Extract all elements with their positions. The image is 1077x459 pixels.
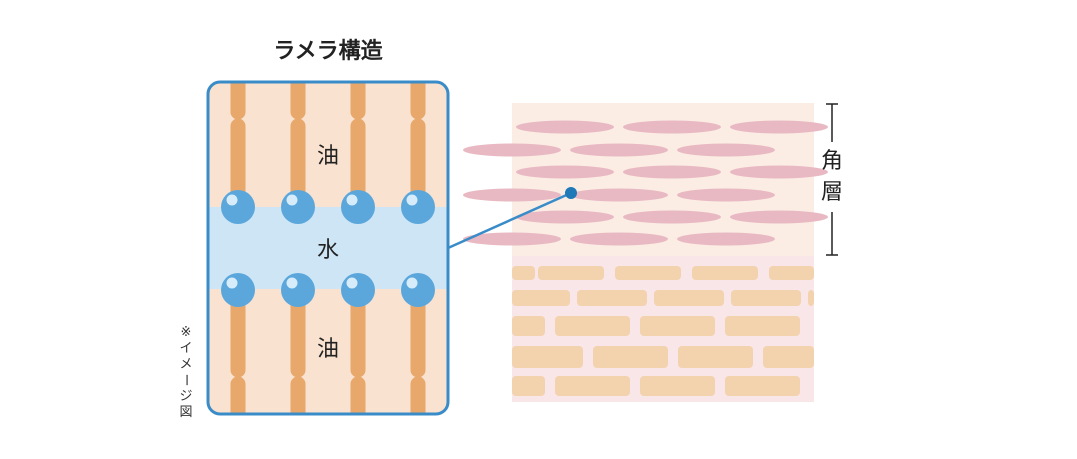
corneocytes (463, 120, 828, 246)
image-note: ※ イ メ ー ジ 図 (178, 325, 193, 420)
corneocyte (570, 143, 668, 157)
lipid-head-highlight (406, 277, 418, 289)
epidermal-cell (731, 290, 801, 306)
epidermal-cell (555, 376, 630, 396)
corneocyte (730, 120, 828, 134)
lipid-head-highlight (346, 277, 358, 289)
corneocyte (570, 232, 668, 246)
note-char: 図 (179, 405, 192, 420)
epidermal-cell (512, 290, 570, 306)
oil-label-bottom: 油 (317, 337, 339, 362)
oil-rods (230, 82, 426, 414)
lipid-head (281, 190, 315, 224)
connector-dot (565, 187, 577, 199)
corneocyte (463, 232, 561, 246)
epidermal-cell (593, 346, 668, 368)
lipid-heads (221, 190, 435, 307)
lipid-head (221, 190, 255, 224)
epidermal-cell (577, 290, 647, 306)
lamellar-title: ラメラ構造 (273, 38, 382, 64)
note-char: ー (178, 373, 193, 386)
lipid-head (341, 190, 375, 224)
lipid-head (341, 273, 375, 307)
stratum-corneum-label-2: 層 (821, 180, 843, 205)
epidermal-cell (725, 316, 800, 336)
lipid-head-highlight (286, 277, 298, 289)
epidermal-cell (512, 266, 535, 280)
connector-line (447, 191, 572, 250)
epidermal-cell (678, 346, 753, 368)
corneocyte (623, 165, 721, 179)
corneocyte (516, 210, 614, 224)
corneocyte (623, 120, 721, 134)
corneocyte (677, 143, 775, 157)
lipid-head (401, 190, 435, 224)
lipid-head (281, 273, 315, 307)
epidermal-cell (538, 266, 604, 280)
epidermal-cell (640, 376, 715, 396)
corneocyte (677, 232, 775, 246)
epidermal-cell (512, 346, 583, 368)
corneocyte (623, 210, 721, 224)
lipid-head-highlight (346, 194, 358, 206)
epidermal-cell (640, 316, 715, 336)
corneocyte (516, 165, 614, 179)
epidermal-cell (808, 290, 814, 306)
epidermal-cells (512, 266, 814, 396)
corneocyte (730, 210, 828, 224)
epidermal-cell (692, 266, 758, 280)
corneocyte (463, 143, 561, 157)
corneocyte (730, 165, 828, 179)
epidermal-cell (555, 316, 630, 336)
epidermal-cell (763, 346, 814, 368)
epidermal-cell (769, 266, 814, 280)
lipid-head (401, 273, 435, 307)
lipid-head-highlight (286, 194, 298, 206)
lipid-head (221, 273, 255, 307)
epidermal-cell (512, 376, 545, 396)
lipid-head-highlight (226, 194, 238, 206)
note-char: ※ (181, 325, 192, 340)
skin-cross-section (463, 103, 828, 402)
corneocyte (463, 188, 561, 202)
note-char: イ (179, 341, 192, 356)
lamellar-frame (208, 82, 448, 414)
note-char: ジ (179, 389, 192, 404)
epidermal-cell (615, 266, 681, 280)
oil-label-top: 油 (317, 144, 339, 169)
stratum-corneum-bracket (826, 103, 838, 256)
corneocyte (570, 188, 668, 202)
epidermal-cell (654, 290, 724, 306)
note-char: メ (179, 357, 192, 372)
lipid-head-highlight (406, 194, 418, 206)
corneocyte (516, 120, 614, 134)
stratum-corneum-label-1: 角 (821, 149, 843, 174)
corneocyte (677, 188, 775, 202)
epidermal-cell (725, 376, 800, 396)
water-label: 水 (317, 238, 339, 263)
epidermal-cell (512, 316, 545, 336)
lipid-head-highlight (226, 277, 238, 289)
